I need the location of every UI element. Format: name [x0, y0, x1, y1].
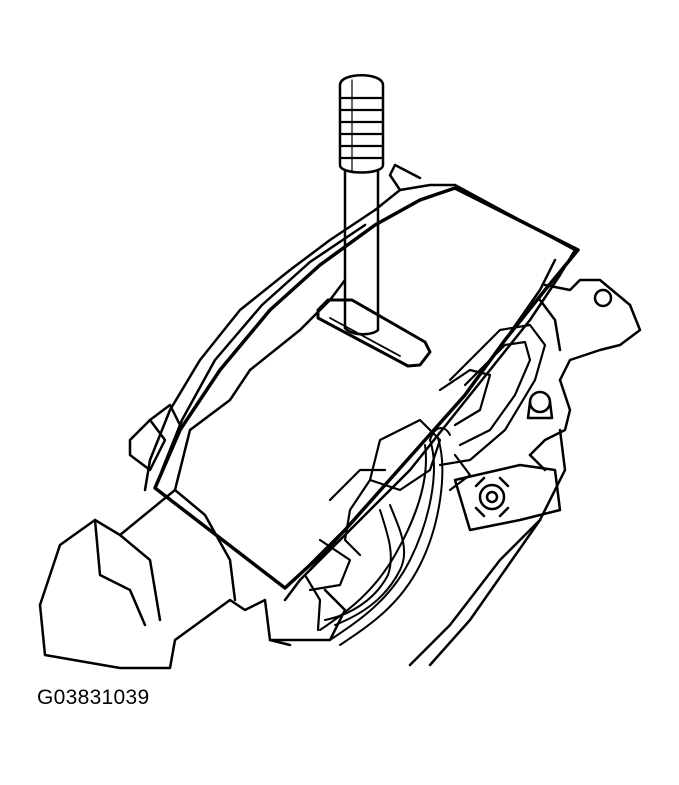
- figure-code-label: G03831039: [37, 686, 150, 709]
- mounting-bracket: [408, 278, 642, 667]
- shift-lever: [338, 74, 385, 336]
- indicator-cover-trim: [143, 163, 577, 602]
- console-housing: [38, 278, 347, 670]
- indicator-cover: [153, 186, 580, 590]
- shift-slot: [316, 298, 432, 368]
- shifter-assembly-illustration: [38, 74, 642, 670]
- wiring-harness: [319, 427, 451, 646]
